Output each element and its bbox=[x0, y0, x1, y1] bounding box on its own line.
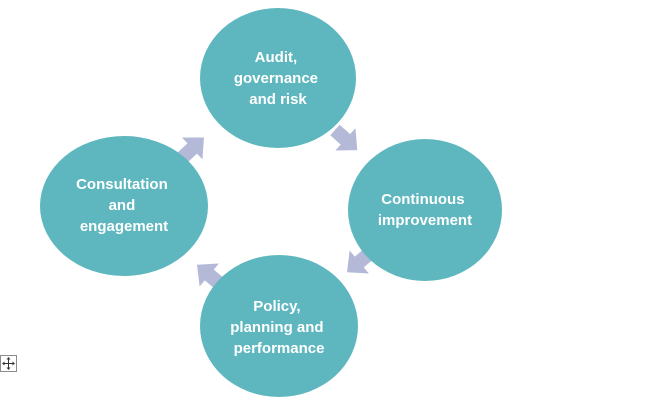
node-consultation-label-line-1: Consultation bbox=[76, 176, 168, 193]
node-continuous-label-line-1: Continuous bbox=[381, 191, 464, 208]
node-consultation-label-line-3: engagement bbox=[80, 218, 168, 235]
node-audit[interactable]: Audit, governance and risk bbox=[200, 8, 356, 148]
node-audit-label-line-3: and risk bbox=[249, 91, 307, 108]
node-consultation-label-line-2: and bbox=[109, 197, 136, 214]
move-arrows-icon bbox=[2, 357, 15, 370]
svg-text:Consultation and e: Consultation and engagement bbox=[76, 176, 172, 235]
node-audit-label-line-1: Audit, bbox=[255, 49, 298, 66]
move-handle[interactable] bbox=[0, 355, 17, 372]
arrow-audit-to-continuous[interactable] bbox=[325, 119, 367, 161]
node-audit-label-line-2: governance bbox=[234, 70, 318, 87]
node-continuous-label-line-2: improvement bbox=[378, 212, 472, 229]
svg-text:Policy, planning and: Policy, planning and performance bbox=[230, 298, 328, 357]
node-policy-label-line-3: performance bbox=[234, 340, 325, 357]
node-consultation-shape bbox=[40, 136, 208, 276]
node-policy-label-line-1: Policy, bbox=[253, 298, 300, 315]
node-continuous-shape bbox=[348, 139, 502, 281]
svg-text:Audit, governance: Audit, governance and risk bbox=[234, 49, 322, 108]
node-policy-shape bbox=[200, 255, 358, 397]
svg-text:Continuous improvement: Continuous improvement bbox=[378, 191, 472, 229]
arrow-consultation-to-audit[interactable] bbox=[172, 127, 214, 169]
node-consultation[interactable]: Consultation and engagement bbox=[40, 136, 208, 276]
arrows-group bbox=[172, 119, 375, 290]
node-audit-shape bbox=[200, 8, 356, 148]
node-continuous[interactable]: Continuous improvement bbox=[348, 139, 502, 281]
node-policy-label-line-2: planning and bbox=[230, 319, 323, 336]
node-policy[interactable]: Policy, planning and performance bbox=[200, 255, 358, 397]
